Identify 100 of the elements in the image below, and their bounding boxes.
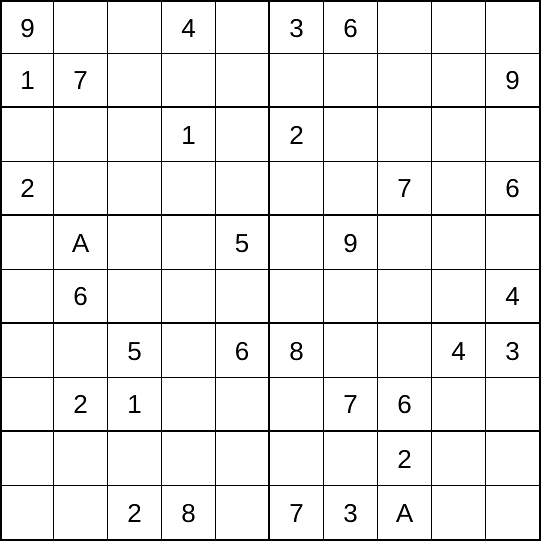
grid-cell <box>324 54 378 108</box>
grid-cell <box>54 108 108 162</box>
grid-cell <box>378 270 432 324</box>
grid-cell <box>324 0 378 54</box>
cell-digit: 1 <box>127 391 142 417</box>
grid-cell <box>432 108 486 162</box>
cell-digit: 1 <box>181 122 196 148</box>
grid-cell <box>432 270 486 324</box>
grid-cell <box>486 216 541 270</box>
grid-cell <box>486 432 541 486</box>
grid-cell <box>54 0 108 54</box>
grid-cell <box>432 0 486 54</box>
grid-cell <box>432 432 486 486</box>
cell-digit: 3 <box>343 500 358 526</box>
grid-cell <box>54 270 108 324</box>
grid-cell <box>54 324 108 378</box>
cell-digit: 2 <box>289 122 304 148</box>
grid-cell <box>108 162 162 216</box>
grid-cell <box>378 0 432 54</box>
cell-digit: 6 <box>505 175 520 201</box>
grid-cell <box>54 216 108 270</box>
grid-cell <box>324 486 378 541</box>
grid-cell <box>432 324 486 378</box>
grid-cell <box>486 162 541 216</box>
grid-cell <box>486 324 541 378</box>
cell-digit: 7 <box>343 391 358 417</box>
grid-cell <box>0 324 54 378</box>
cell-digit: 5 <box>127 338 142 364</box>
grid-cell <box>216 0 270 54</box>
grid-cell <box>270 270 324 324</box>
cell-digit: 8 <box>289 338 304 364</box>
grid-cell <box>108 486 162 541</box>
grid-cell <box>324 324 378 378</box>
grid-cell <box>486 0 541 54</box>
grid-cell <box>324 162 378 216</box>
grid-cell <box>0 216 54 270</box>
grid-cell <box>0 108 54 162</box>
grid-cell <box>162 432 216 486</box>
grid-cell <box>432 486 486 541</box>
grid-cell <box>324 108 378 162</box>
grid-cell <box>270 162 324 216</box>
grid-cell <box>0 0 54 54</box>
grid-cell <box>270 0 324 54</box>
grid-cell <box>108 378 162 432</box>
cell-digit: 5 <box>234 230 250 256</box>
grid-cell <box>0 54 54 108</box>
cell-digit: 4 <box>451 338 466 364</box>
grid-cell <box>0 486 54 541</box>
grid-cell <box>324 270 378 324</box>
grid-cell <box>162 162 216 216</box>
cell-digit: 9 <box>343 230 358 256</box>
grid-cell <box>54 432 108 486</box>
cell-digit: 2 <box>20 175 35 201</box>
grid-cell <box>378 378 432 432</box>
cell-digit: 4 <box>181 14 196 40</box>
grid-cell <box>162 0 216 54</box>
grid-cell <box>378 324 432 378</box>
grid-cell <box>432 162 486 216</box>
grid-cell <box>486 270 541 324</box>
grid-cell <box>108 270 162 324</box>
cell-digit: 9 <box>20 14 35 40</box>
grid-cell <box>54 54 108 108</box>
grid-cell <box>162 486 216 541</box>
grid-cell <box>216 432 270 486</box>
cell-digit: 7 <box>73 67 88 93</box>
cell-digit: 6 <box>397 391 412 417</box>
grid-cell <box>378 486 432 541</box>
cell-digit: 6 <box>73 283 88 309</box>
grid-cell <box>216 270 270 324</box>
grid-cell <box>216 216 270 270</box>
cell-digit: 9 <box>505 67 520 93</box>
cell-digit: 2 <box>73 391 88 417</box>
grid-cell <box>378 432 432 486</box>
grid-cell <box>54 378 108 432</box>
cell-digit: 2 <box>127 500 142 526</box>
grid-cell <box>378 54 432 108</box>
grid-cell <box>432 378 486 432</box>
grid-cell <box>216 162 270 216</box>
grid-cell <box>108 432 162 486</box>
grid-cell <box>216 378 270 432</box>
grid-cell <box>216 324 270 378</box>
grid-cell <box>486 54 541 108</box>
grid-cell <box>0 432 54 486</box>
grid-cell <box>270 216 324 270</box>
cell-digit: 3 <box>289 14 304 40</box>
grid-cell <box>378 162 432 216</box>
grid-cell <box>270 432 324 486</box>
grid-cell <box>162 324 216 378</box>
grid-cell <box>0 162 54 216</box>
grid-cell <box>432 216 486 270</box>
cell-digit: 8 <box>181 500 196 526</box>
grid-cell <box>270 486 324 541</box>
grid-cell <box>216 54 270 108</box>
grid-cell <box>486 378 541 432</box>
grid-cell <box>270 54 324 108</box>
grid-cell <box>486 108 541 162</box>
grid-cell <box>216 108 270 162</box>
cell-digit: 7 <box>289 500 304 526</box>
cell-digit: 6 <box>234 338 250 364</box>
grid-cell <box>108 54 162 108</box>
